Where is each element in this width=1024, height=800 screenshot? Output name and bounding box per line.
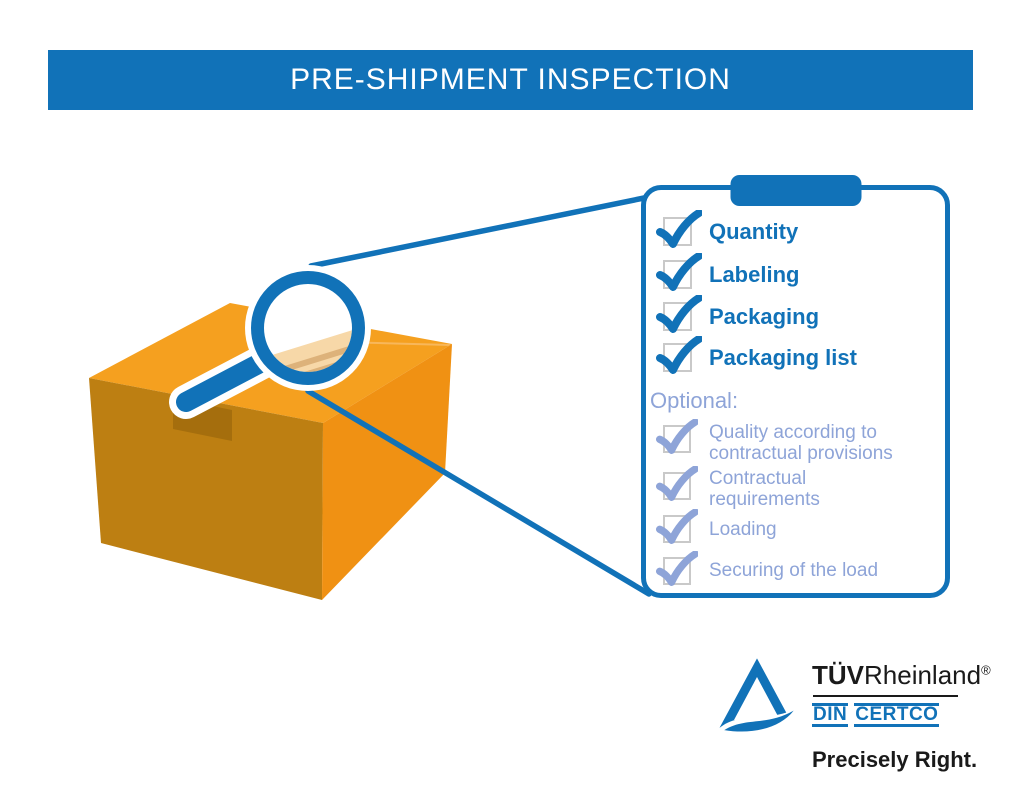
brand-tagline: Precisely Right. — [812, 747, 978, 772]
checklist-item-label: Quantity — [709, 219, 799, 244]
optional-heading: Optional: — [650, 388, 739, 413]
page-title: PRE-SHIPMENT INSPECTION — [290, 63, 731, 96]
check-icon — [656, 551, 698, 586]
magnifying-glass-icon — [169, 265, 371, 419]
lens-magnified-box-seam — [264, 320, 352, 372]
inspection-checklist: Quantity Labeling Packaging Packaging li… — [641, 175, 950, 598]
checklist-item-label: Labeling — [709, 262, 800, 287]
optional-item-label: Quality according to contractual provisi… — [709, 422, 893, 464]
check-icon — [656, 253, 702, 291]
certco-wordmark: CERTCO — [854, 703, 940, 727]
check-icon — [656, 419, 698, 454]
optional-item-label: Loading — [709, 519, 777, 540]
zoom-projection-lines — [305, 194, 652, 597]
header-banner: PRE-SHIPMENT INSPECTION — [48, 50, 973, 110]
check-icon — [656, 295, 702, 333]
tuv-rheinland-triangle-logo — [718, 658, 796, 734]
checklist-item-label: Packaging list — [709, 345, 857, 370]
check-icon — [656, 336, 702, 374]
logo-divider-line — [813, 695, 958, 697]
clipboard-clip — [730, 175, 861, 206]
checklist-item-label: Packaging — [709, 304, 820, 329]
din-certco-logo: DIN CERTCO — [812, 703, 940, 727]
check-icon — [656, 509, 698, 544]
registered-mark: ® — [981, 662, 991, 678]
optional-item-label: Contractual requirements — [709, 468, 820, 510]
din-wordmark: DIN — [812, 703, 849, 727]
tuv-rheinland-wordmark: TÜVRheinland® — [812, 660, 991, 690]
check-icon — [656, 466, 698, 501]
optional-item-label: Securing of the load — [709, 560, 879, 581]
check-icon — [656, 210, 702, 248]
